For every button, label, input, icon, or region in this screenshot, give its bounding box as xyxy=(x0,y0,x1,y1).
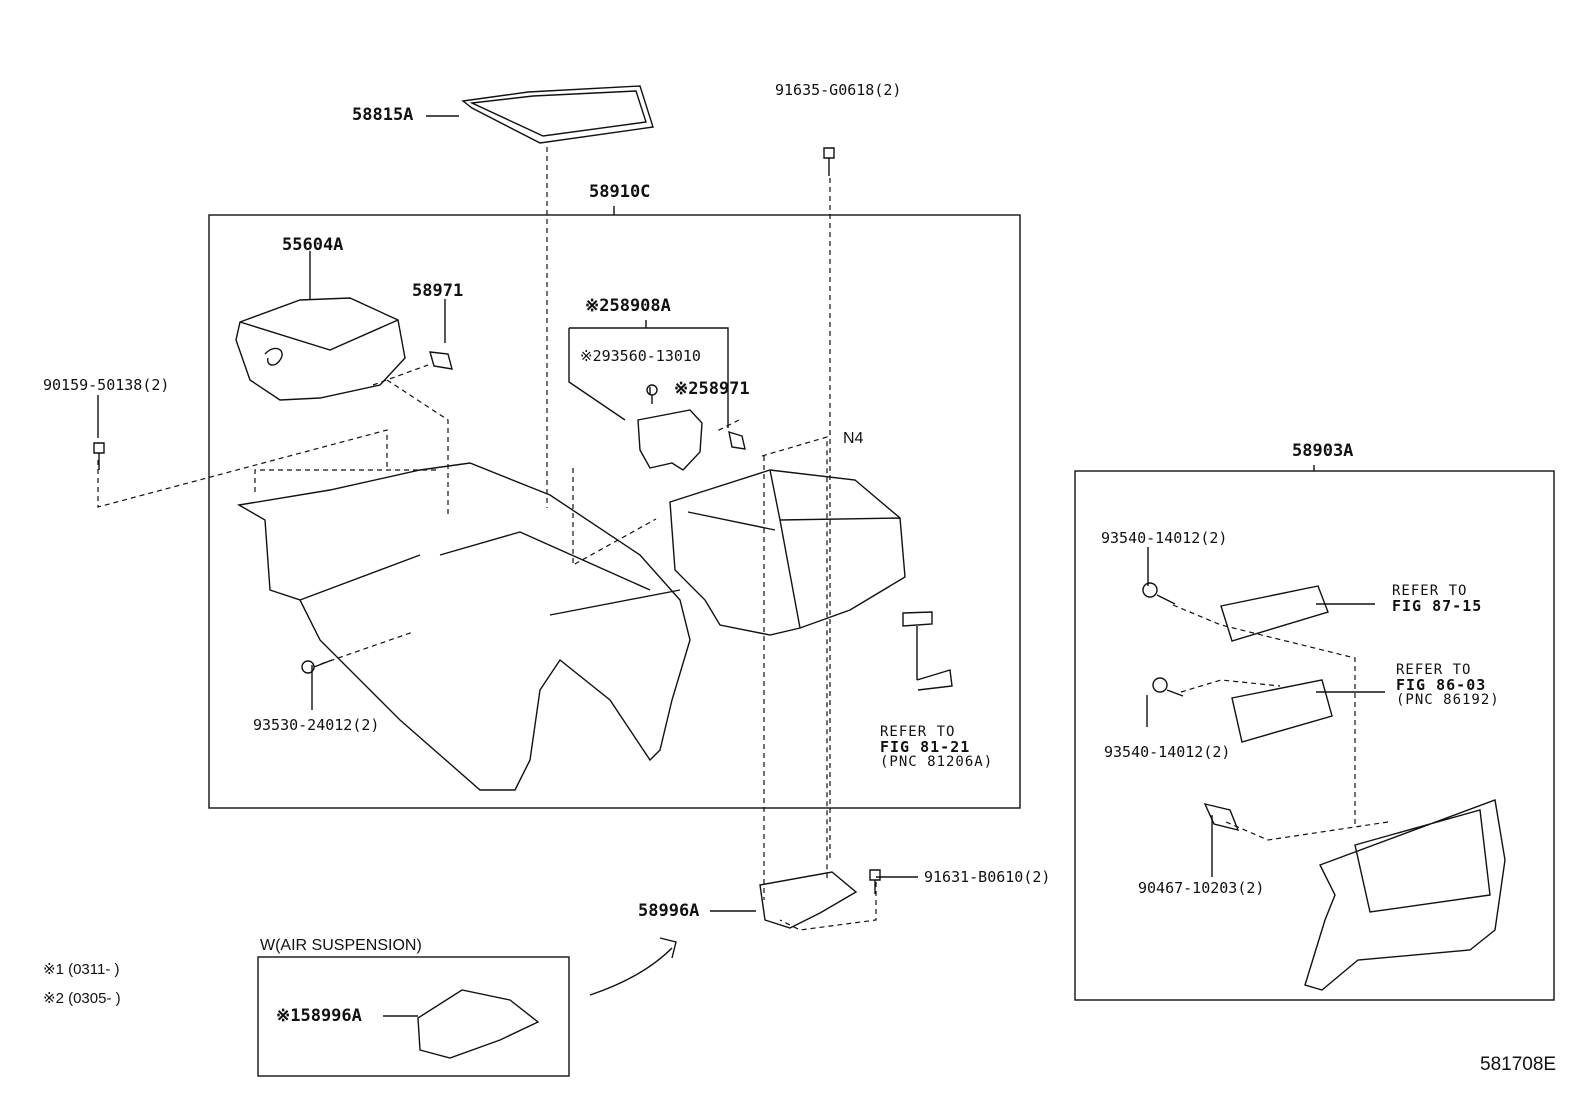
part-58903A-switch-a xyxy=(1220,585,1329,642)
part-number-58910C: 58910C xyxy=(589,182,651,202)
part-number-58903A: 58903A xyxy=(1292,441,1354,461)
refer-line-2: FIG 86-03 xyxy=(1396,676,1487,694)
part-58996A-air-bracket xyxy=(417,989,540,1059)
air-suspension-caption: W(AIR SUSPENSION) xyxy=(260,937,422,954)
figure-id: 581708E xyxy=(1480,1054,1557,1075)
part-55604A-lid xyxy=(235,297,406,401)
arrow-shaft xyxy=(589,947,673,996)
refer-note-81-21: REFER TO FIG 81-21 (PNC 81206A) xyxy=(880,725,993,770)
bracket-58908A xyxy=(568,320,729,428)
refer-line-2: FIG 87-15 xyxy=(1392,597,1483,615)
screw-93540-a xyxy=(1142,582,1176,605)
part-58996A-bracket xyxy=(759,871,858,929)
part-number-58815A: 58815A xyxy=(352,105,414,125)
refer-line-1: REFER TO xyxy=(1396,662,1472,678)
part-number-91635: 91635-G0618(2) xyxy=(775,81,902,99)
refer-line-2: FIG 81-21 xyxy=(880,738,971,756)
part-number-90467: 90467-10203(2) xyxy=(1138,879,1265,897)
screw-93530 xyxy=(301,659,333,674)
part-58971-clip xyxy=(429,351,453,370)
part-harness xyxy=(902,611,953,691)
part-58910C-console xyxy=(236,462,691,791)
group-box-air-suspension xyxy=(257,956,570,1077)
group-box-58903A xyxy=(1074,470,1555,1001)
refer-note-86-03: REFER TO FIG 86-03 (PNC 86192) xyxy=(1396,663,1500,708)
screw-91635 xyxy=(823,147,835,176)
refer-line-1: REFER TO xyxy=(1392,583,1468,599)
arrow-head xyxy=(659,937,677,959)
part-number-58971: 58971 xyxy=(412,281,464,301)
part-cooler-box xyxy=(669,469,906,636)
part-number-58996A: 58996A xyxy=(638,901,700,921)
screw-91631 xyxy=(869,869,881,894)
part-number-90159: 90159-50138(2) xyxy=(43,376,170,394)
part-90467-clip xyxy=(1203,802,1240,832)
refer-line-3: (PNC 86192) xyxy=(1396,692,1500,708)
part-number-91631: 91631-B0610(2) xyxy=(924,868,1051,886)
screw-93540-b xyxy=(1152,677,1184,697)
part-58971-clip-2 xyxy=(728,430,746,450)
part-number-58971-x2: ※258971 xyxy=(674,379,750,399)
part-number-93560: ※293560-13010 xyxy=(580,347,701,365)
part-number-58996A-air: ※158996A xyxy=(276,1006,362,1026)
screw-90159 xyxy=(93,442,105,470)
part-number-93540-b: 93540-14012(2) xyxy=(1104,743,1231,761)
part-number-93540-a: 93540-14012(2) xyxy=(1101,529,1228,547)
part-number-55604A: 55604A xyxy=(282,235,344,255)
refer-line-3: (PNC 81206A) xyxy=(880,754,994,770)
refer-line-1: REFER TO xyxy=(880,724,956,740)
refer-note-87-15: REFER TO FIG 87-15 xyxy=(1392,584,1482,614)
screw-93560 xyxy=(646,384,658,404)
part-58903A-trim-panel xyxy=(1304,799,1506,991)
footnote-2: ※2 (0305- ) xyxy=(43,990,121,1007)
part-58815A-mat xyxy=(461,85,654,144)
part-note-N4: N4 xyxy=(843,430,864,447)
footnote-1: ※1 (0311- ) xyxy=(43,961,120,978)
part-number-58908A: ※258908A xyxy=(585,296,671,316)
part-bracket-58908A xyxy=(637,409,703,471)
part-number-93530: 93530-24012(2) xyxy=(253,716,380,734)
part-58903A-switch-b xyxy=(1231,679,1333,743)
